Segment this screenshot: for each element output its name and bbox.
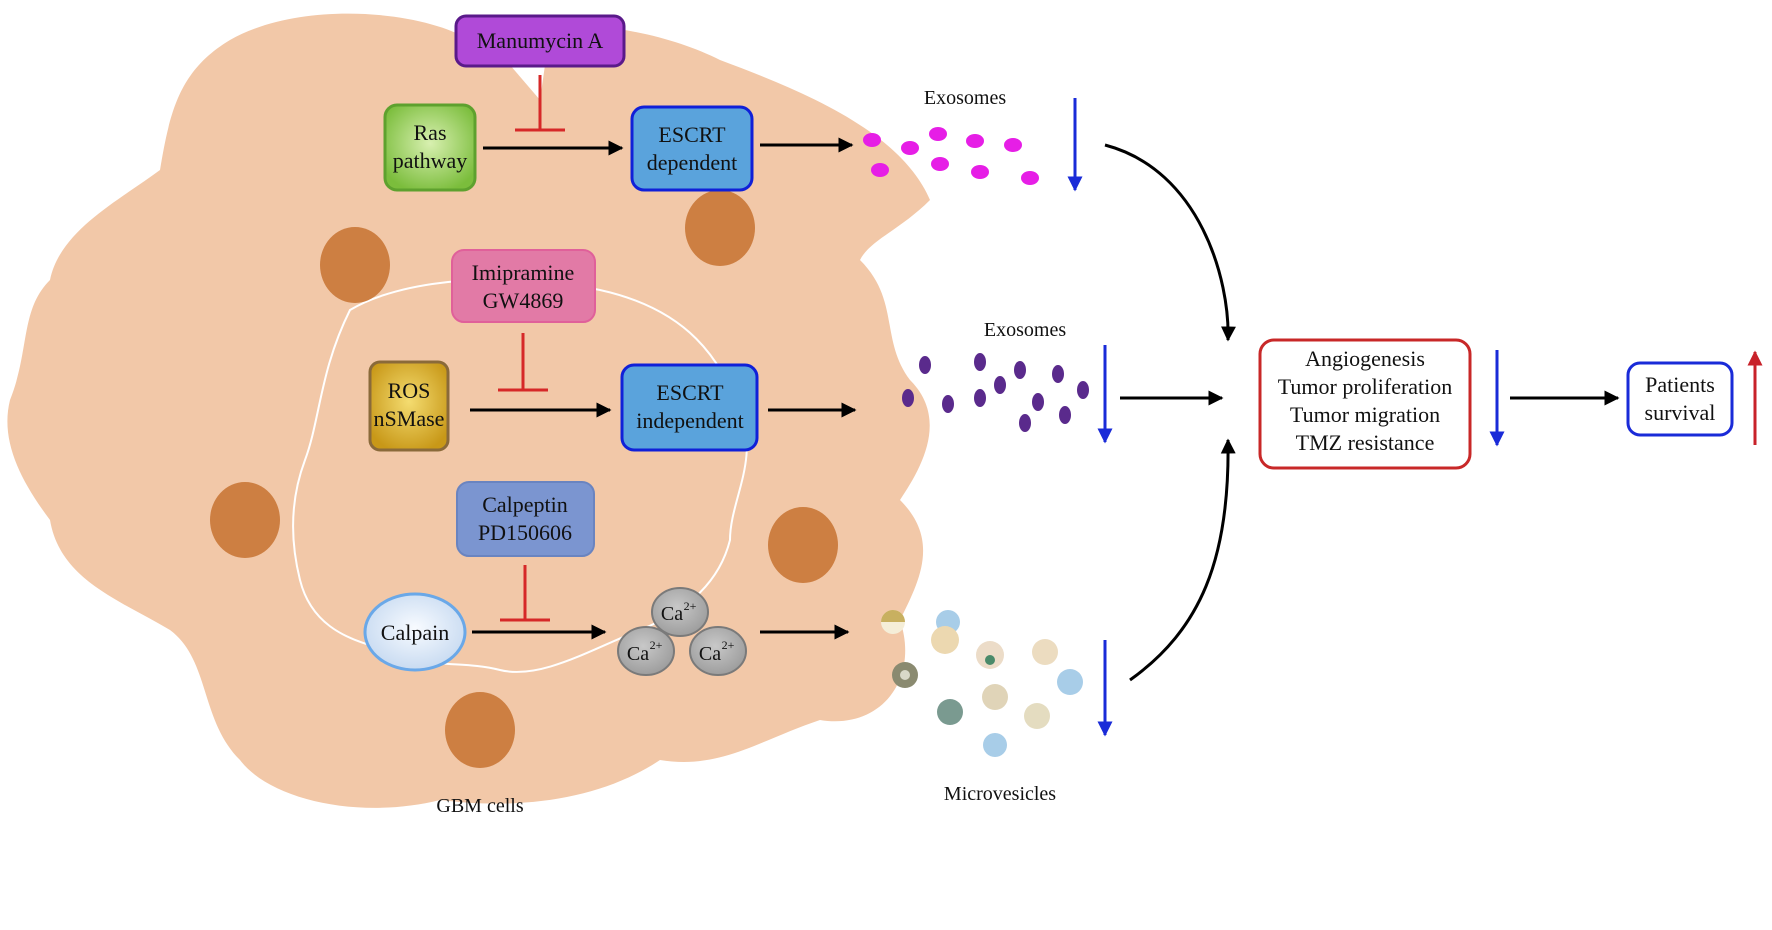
exosome (1014, 361, 1026, 379)
ca-sup: 2+ (684, 599, 697, 613)
imipramine-inhibitor: Imipramine GW4869 (451, 249, 596, 323)
exosome (1059, 406, 1071, 424)
microvesicle (900, 670, 910, 680)
effect-tmz-resistance: TMZ resistance (1296, 430, 1435, 455)
exosome (966, 134, 984, 148)
exosome (1052, 365, 1064, 383)
exosome (931, 157, 949, 171)
microvesicle (931, 626, 959, 654)
exosomes-mid-label: Exosomes (984, 319, 1066, 341)
ca-text: Ca (699, 643, 721, 665)
exosomes-top-cluster (863, 127, 1039, 185)
inhibit-bar-calpeptin (500, 565, 550, 622)
multivesicular-membrane (292, 278, 748, 673)
microvesicle (983, 733, 1007, 757)
nucleus (768, 507, 838, 583)
exosome (901, 141, 919, 155)
calcium-ion: Ca 2+ (617, 626, 675, 676)
exosome (1021, 171, 1039, 185)
escrt-independent-label-2: independent (636, 408, 744, 433)
effect-angiogenesis: Angiogenesis (1305, 346, 1425, 371)
arrow-microvesicles-to-effects (1129, 438, 1236, 682)
calpeptin-inhibitor: Calpeptin PD150606 (456, 481, 595, 557)
manumycin-label: Manumycin A (477, 28, 604, 53)
ras-pathway-box: Ras pathway (383, 103, 477, 192)
calpeptin-label-1: Calpeptin (482, 492, 568, 517)
ca-sup: 2+ (650, 638, 663, 652)
exosome (994, 376, 1006, 394)
calpain-label: Calpain (381, 620, 449, 645)
exosome (929, 127, 947, 141)
patients-survival-box: Patients survival (1626, 361, 1734, 437)
ros-nsmase-box: ROS nSMase (368, 360, 450, 452)
arrow-exosomes-top-to-effects (1104, 143, 1236, 342)
tumor-effects-box: Angiogenesis Tumor proliferation Tumor m… (1258, 338, 1472, 470)
exosome (871, 163, 889, 177)
microvesicle (1057, 669, 1083, 695)
microvesicles-cluster (881, 610, 1083, 757)
escrt-dependent-label-1: ESCRT (658, 122, 726, 147)
ras-label-1: Ras (414, 120, 447, 145)
escrt-dependent-box: ESCRT dependent (630, 105, 754, 192)
calcium-ion: Ca 2+ (651, 587, 709, 637)
ca-sup: 2+ (722, 638, 735, 652)
ca-text: Ca (661, 603, 683, 625)
escrt-independent-box: ESCRT independent (620, 363, 759, 452)
exosome (1019, 414, 1031, 432)
nucleus (210, 482, 280, 558)
microvesicle (937, 699, 963, 725)
inhibit-bar-manumycin (515, 75, 565, 132)
calcium-ion: Ca 2+ (689, 626, 747, 676)
effect-proliferation: Tumor proliferation (1278, 374, 1453, 399)
exosome (971, 165, 989, 179)
microvesicle (881, 610, 905, 622)
nucleus (685, 190, 755, 266)
exosomes-top-label: Exosomes (924, 87, 1006, 109)
nucleus (320, 227, 390, 303)
microvesicle (1024, 703, 1050, 729)
exosome (1032, 393, 1044, 411)
effect-migration: Tumor migration (1290, 402, 1440, 427)
ros-label-1: ROS (388, 378, 431, 403)
imipramine-label-2: GW4869 (483, 288, 564, 313)
inhibit-bar-imipramine (498, 333, 548, 392)
survival-label-2: survival (1645, 400, 1716, 425)
exosome (1077, 381, 1089, 399)
microvesicle (1032, 639, 1058, 665)
gbm-cells-label: GBM cells (436, 795, 523, 817)
escrt-independent-label-1: ESCRT (656, 380, 724, 405)
exosome (974, 353, 986, 371)
exosome (919, 356, 931, 374)
microvesicle (982, 684, 1008, 710)
exosomes-mid-cluster (902, 353, 1089, 432)
exosome (974, 389, 986, 407)
exosome (942, 395, 954, 413)
survival-label-1: Patients (1645, 372, 1715, 397)
calpain-node: Calpain (363, 592, 467, 672)
nucleus (445, 692, 515, 768)
imipramine-label-1: Imipramine (472, 260, 575, 285)
exosome (863, 133, 881, 147)
exosome (1004, 138, 1022, 152)
ca-text: Ca (627, 643, 649, 665)
microvesicle (985, 655, 995, 665)
exosome (902, 389, 914, 407)
microvesicles-label: Microvesicles (944, 783, 1056, 805)
ros-label-2: nSMase (374, 406, 445, 431)
ras-label-2: pathway (393, 148, 468, 173)
manumycin-inhibitor: Manumycin A (454, 14, 626, 100)
calpeptin-label-2: PD150606 (478, 520, 572, 545)
escrt-dependent-label-2: dependent (647, 150, 737, 175)
